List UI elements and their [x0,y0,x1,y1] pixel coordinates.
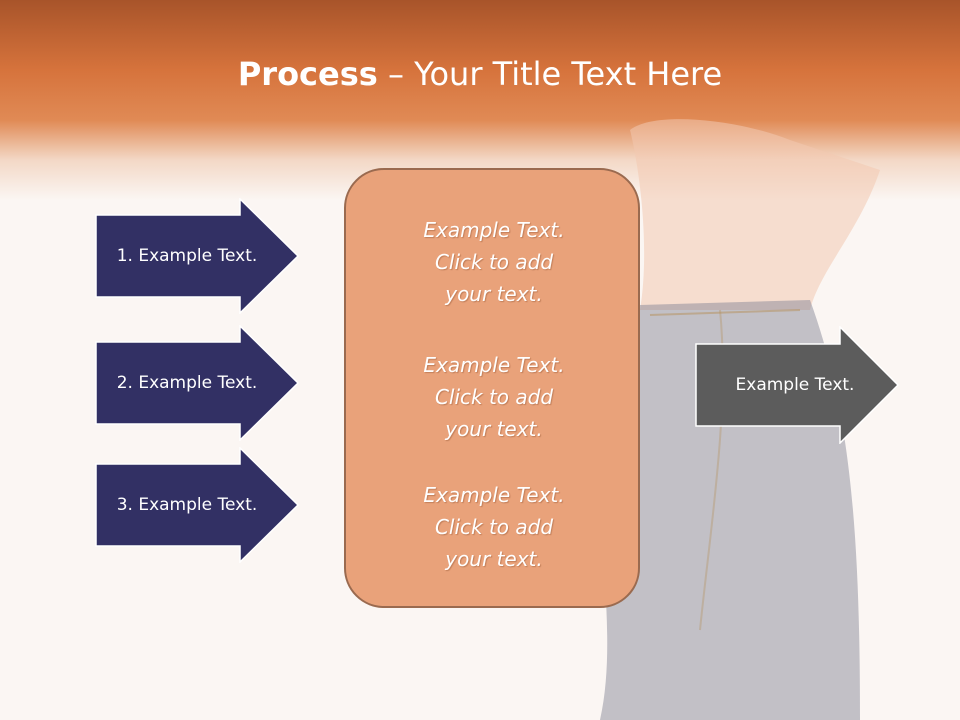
block-3-line-2: Click to add [434,515,554,539]
left-arrow-1-label: 1. Example Text. [116,246,258,266]
block-1-line-2: Click to add [434,250,554,274]
block-2-line-1: Example Text. [423,353,565,377]
block-1-line-1: Example Text. [423,218,565,242]
right-arrow-label: Example Text. [735,375,855,395]
left-arrow-3-label: 3. Example Text. [116,495,258,515]
center-text-block-1: Example Text. Click to add your text. [346,214,642,310]
left-arrow-2[interactable]: 2. Example Text. [95,325,299,441]
arrow-shape [95,198,299,314]
block-3-line-1: Example Text. [423,483,565,507]
left-arrow-2-label: 2. Example Text. [116,373,258,393]
block-2-line-2: Click to add [434,385,554,409]
arrow-shape [95,447,299,563]
right-arrow[interactable]: Example Text. [695,326,899,444]
block-2-line-3: your text. [445,417,543,441]
arrow-shape [695,326,899,444]
left-arrow-1[interactable]: 1. Example Text. [95,198,299,314]
left-arrow-3[interactable]: 3. Example Text. [95,447,299,563]
arrow-shape [95,325,299,441]
slide-title: Process – Your Title Text Here [0,52,960,96]
title-rest: – Your Title Text Here [377,55,723,93]
center-text-block-2: Example Text. Click to add your text. [346,349,642,445]
center-text-box[interactable]: Example Text. Click to add your text. Ex… [344,168,640,608]
center-text-block-3: Example Text. Click to add your text. [346,479,642,575]
block-3-line-3: your text. [445,547,543,571]
block-1-line-3: your text. [445,282,543,306]
title-bold: Process [237,55,378,93]
